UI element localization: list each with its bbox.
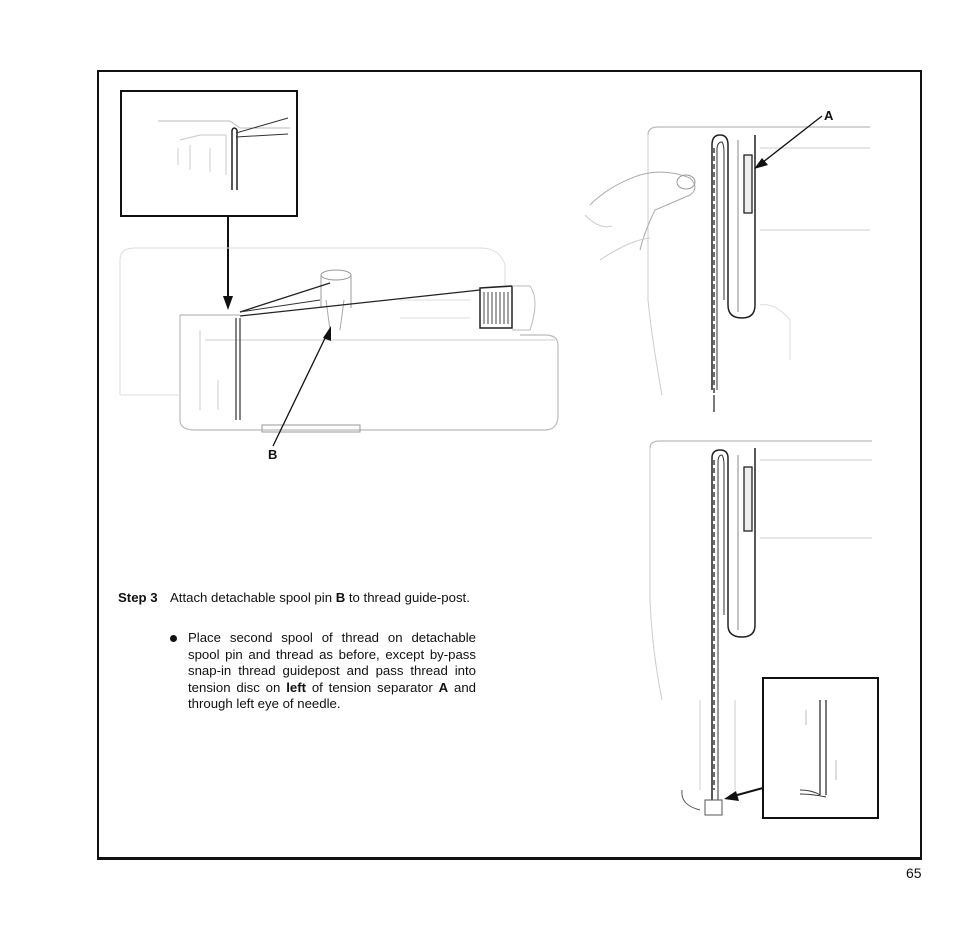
bullet-text: Place second spool of thread on detachab…: [188, 630, 476, 713]
leader-a: [754, 115, 823, 169]
page-frame: [97, 70, 922, 860]
inset-needle-detail: [762, 677, 879, 819]
machine-front-view-bottom: [649, 440, 872, 816]
arrow-inset-to-guidepost: [223, 216, 233, 310]
bullet-bold-left: left: [286, 679, 306, 695]
leader-b: [272, 326, 331, 447]
page-number: 65: [906, 865, 922, 881]
inset-detail-top-left: [120, 90, 298, 217]
label-a: A: [824, 108, 834, 123]
bullet-part1: Place second spool of thread on detachab…: [188, 630, 476, 695]
step-heading: Step 3: [118, 590, 158, 605]
arrow-inset-to-needle: [724, 787, 764, 801]
bullet-part3: and through left eye of needle.: [188, 679, 477, 712]
step-text-part1: Attach detachable spool pin: [170, 590, 336, 605]
bullet-part2: of tension separator: [305, 679, 439, 695]
step-text: Attach detachable spool pin B to thread …: [170, 590, 480, 607]
machine-front-view-top: [584, 126, 870, 412]
label-b: B: [268, 447, 278, 462]
bullet-dot-icon: [170, 635, 177, 642]
step-text-bold-b: B: [335, 590, 346, 605]
bullet-bold-a: A: [438, 679, 449, 695]
step-text-part2: to thread guide-post.: [345, 590, 470, 605]
machine-side-view: [119, 247, 559, 433]
